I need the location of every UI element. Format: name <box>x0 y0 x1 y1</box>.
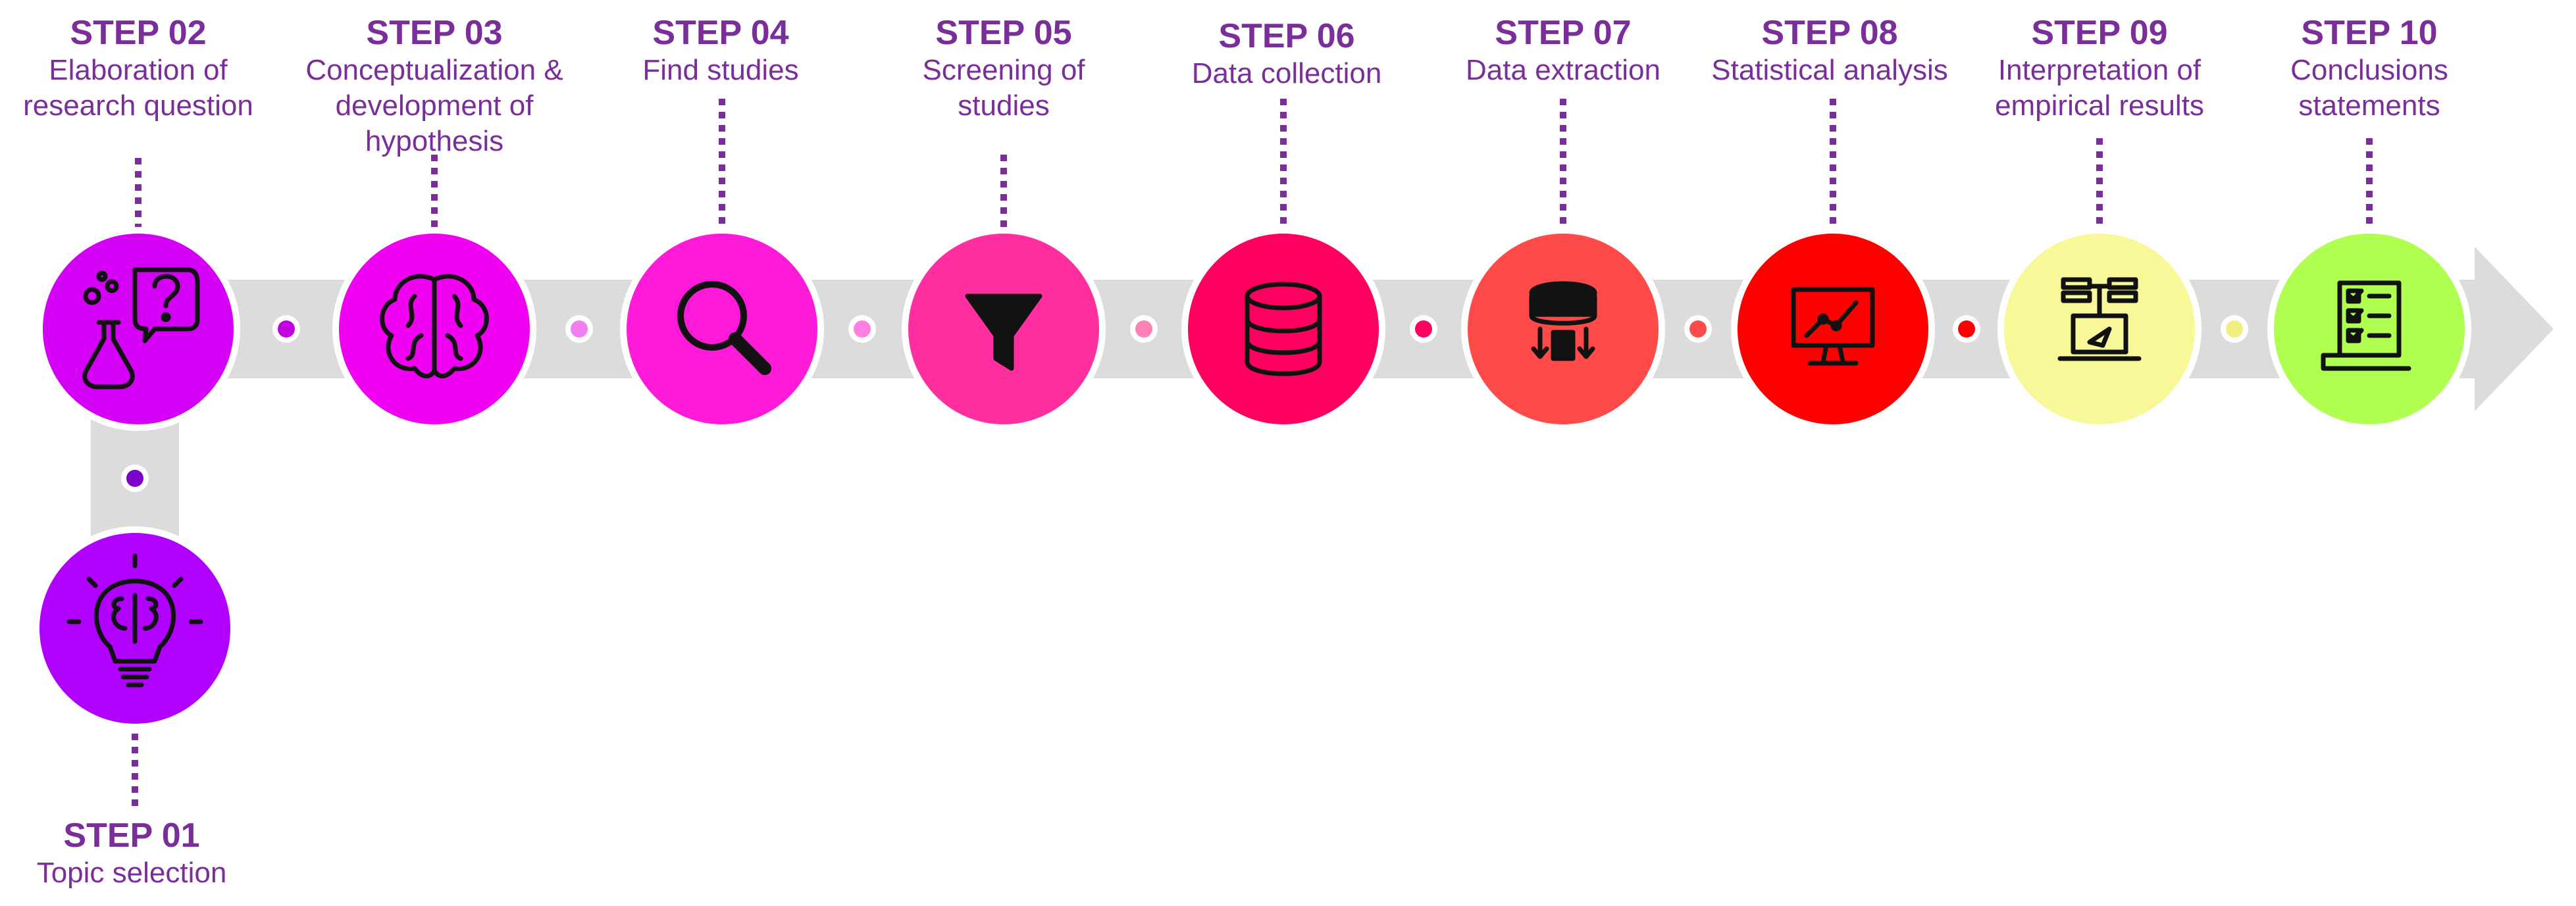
step05-desc: Screening of studies <box>922 54 1085 122</box>
timeline-dot <box>278 320 295 338</box>
step05-label: STEP 05 Screening of studies <box>875 13 1132 124</box>
magnifier-icon <box>677 281 771 375</box>
timeline-dot <box>126 470 143 487</box>
step01-desc: Topic selection <box>36 857 227 889</box>
step04-desc: Find studies <box>642 54 799 86</box>
timeline-dot <box>854 320 871 338</box>
science-question-icon <box>82 267 200 390</box>
step08-title: STEP 08 <box>1761 14 1898 52</box>
step07-desc: Data extraction <box>1466 54 1661 86</box>
step05-title: STEP 05 <box>935 14 1072 52</box>
step04-circle <box>627 234 817 424</box>
step08-label: STEP 08 Statistical analysis <box>1691 13 1968 88</box>
checklist-icon <box>2321 280 2411 371</box>
timeline-dot <box>1689 320 1707 338</box>
timeline-dot <box>1958 320 1975 338</box>
step09-title: STEP 09 <box>2031 14 2168 52</box>
lightbulb-brain-icon <box>66 553 203 688</box>
step09-circle <box>2004 234 2195 424</box>
chart-monitor-icon <box>1791 287 1875 366</box>
step01-title: STEP 01 <box>63 817 200 855</box>
step01-label: STEP 01 Topic selection <box>0 816 263 891</box>
step06-label: STEP 06 Data collection <box>1158 16 1415 91</box>
timeline-dot <box>2226 320 2243 338</box>
step02-title: STEP 02 <box>70 14 207 52</box>
step02-desc: Elaboration of research question <box>23 54 253 122</box>
brain-icon <box>380 274 489 378</box>
timeline-dot <box>1415 320 1432 338</box>
step03-desc: Conceptualization & development of hypot… <box>305 54 563 157</box>
step02-label: STEP 02 Elaboration of research question <box>0 13 276 124</box>
step08-desc: Statistical analysis <box>1711 54 1948 86</box>
step09-desc: Interpretation of empirical results <box>1995 54 2204 122</box>
step03-label: STEP 03 Conceptualization & development … <box>283 13 586 159</box>
step09-label: STEP 09 Interpretation of empirical resu… <box>1968 13 2231 124</box>
step04-title: STEP 04 <box>652 14 789 52</box>
funnel-icon <box>965 293 1043 371</box>
step04-label: STEP 04 Find studies <box>592 13 849 88</box>
laptop-network-icon <box>2057 277 2142 361</box>
step10-title: STEP 10 <box>2301 14 2438 52</box>
timeline-dot <box>571 320 588 338</box>
data-extraction-icon <box>1529 281 1597 361</box>
timeline-dot <box>1135 320 1152 338</box>
step07-circle <box>1468 234 1659 424</box>
database-icon <box>1245 282 1322 376</box>
step07-title: STEP 07 <box>1495 14 1632 52</box>
step10-label: STEP 10 Conclusions statements <box>2244 13 2494 124</box>
step10-circle <box>2274 234 2465 424</box>
step03-title: STEP 03 <box>366 14 503 52</box>
step06-title: STEP 06 <box>1218 17 1355 55</box>
step10-desc: Conclusions statements <box>2290 54 2448 122</box>
step07-label: STEP 07 Data extraction <box>1435 13 1691 88</box>
step06-desc: Data collection <box>1191 57 1382 89</box>
